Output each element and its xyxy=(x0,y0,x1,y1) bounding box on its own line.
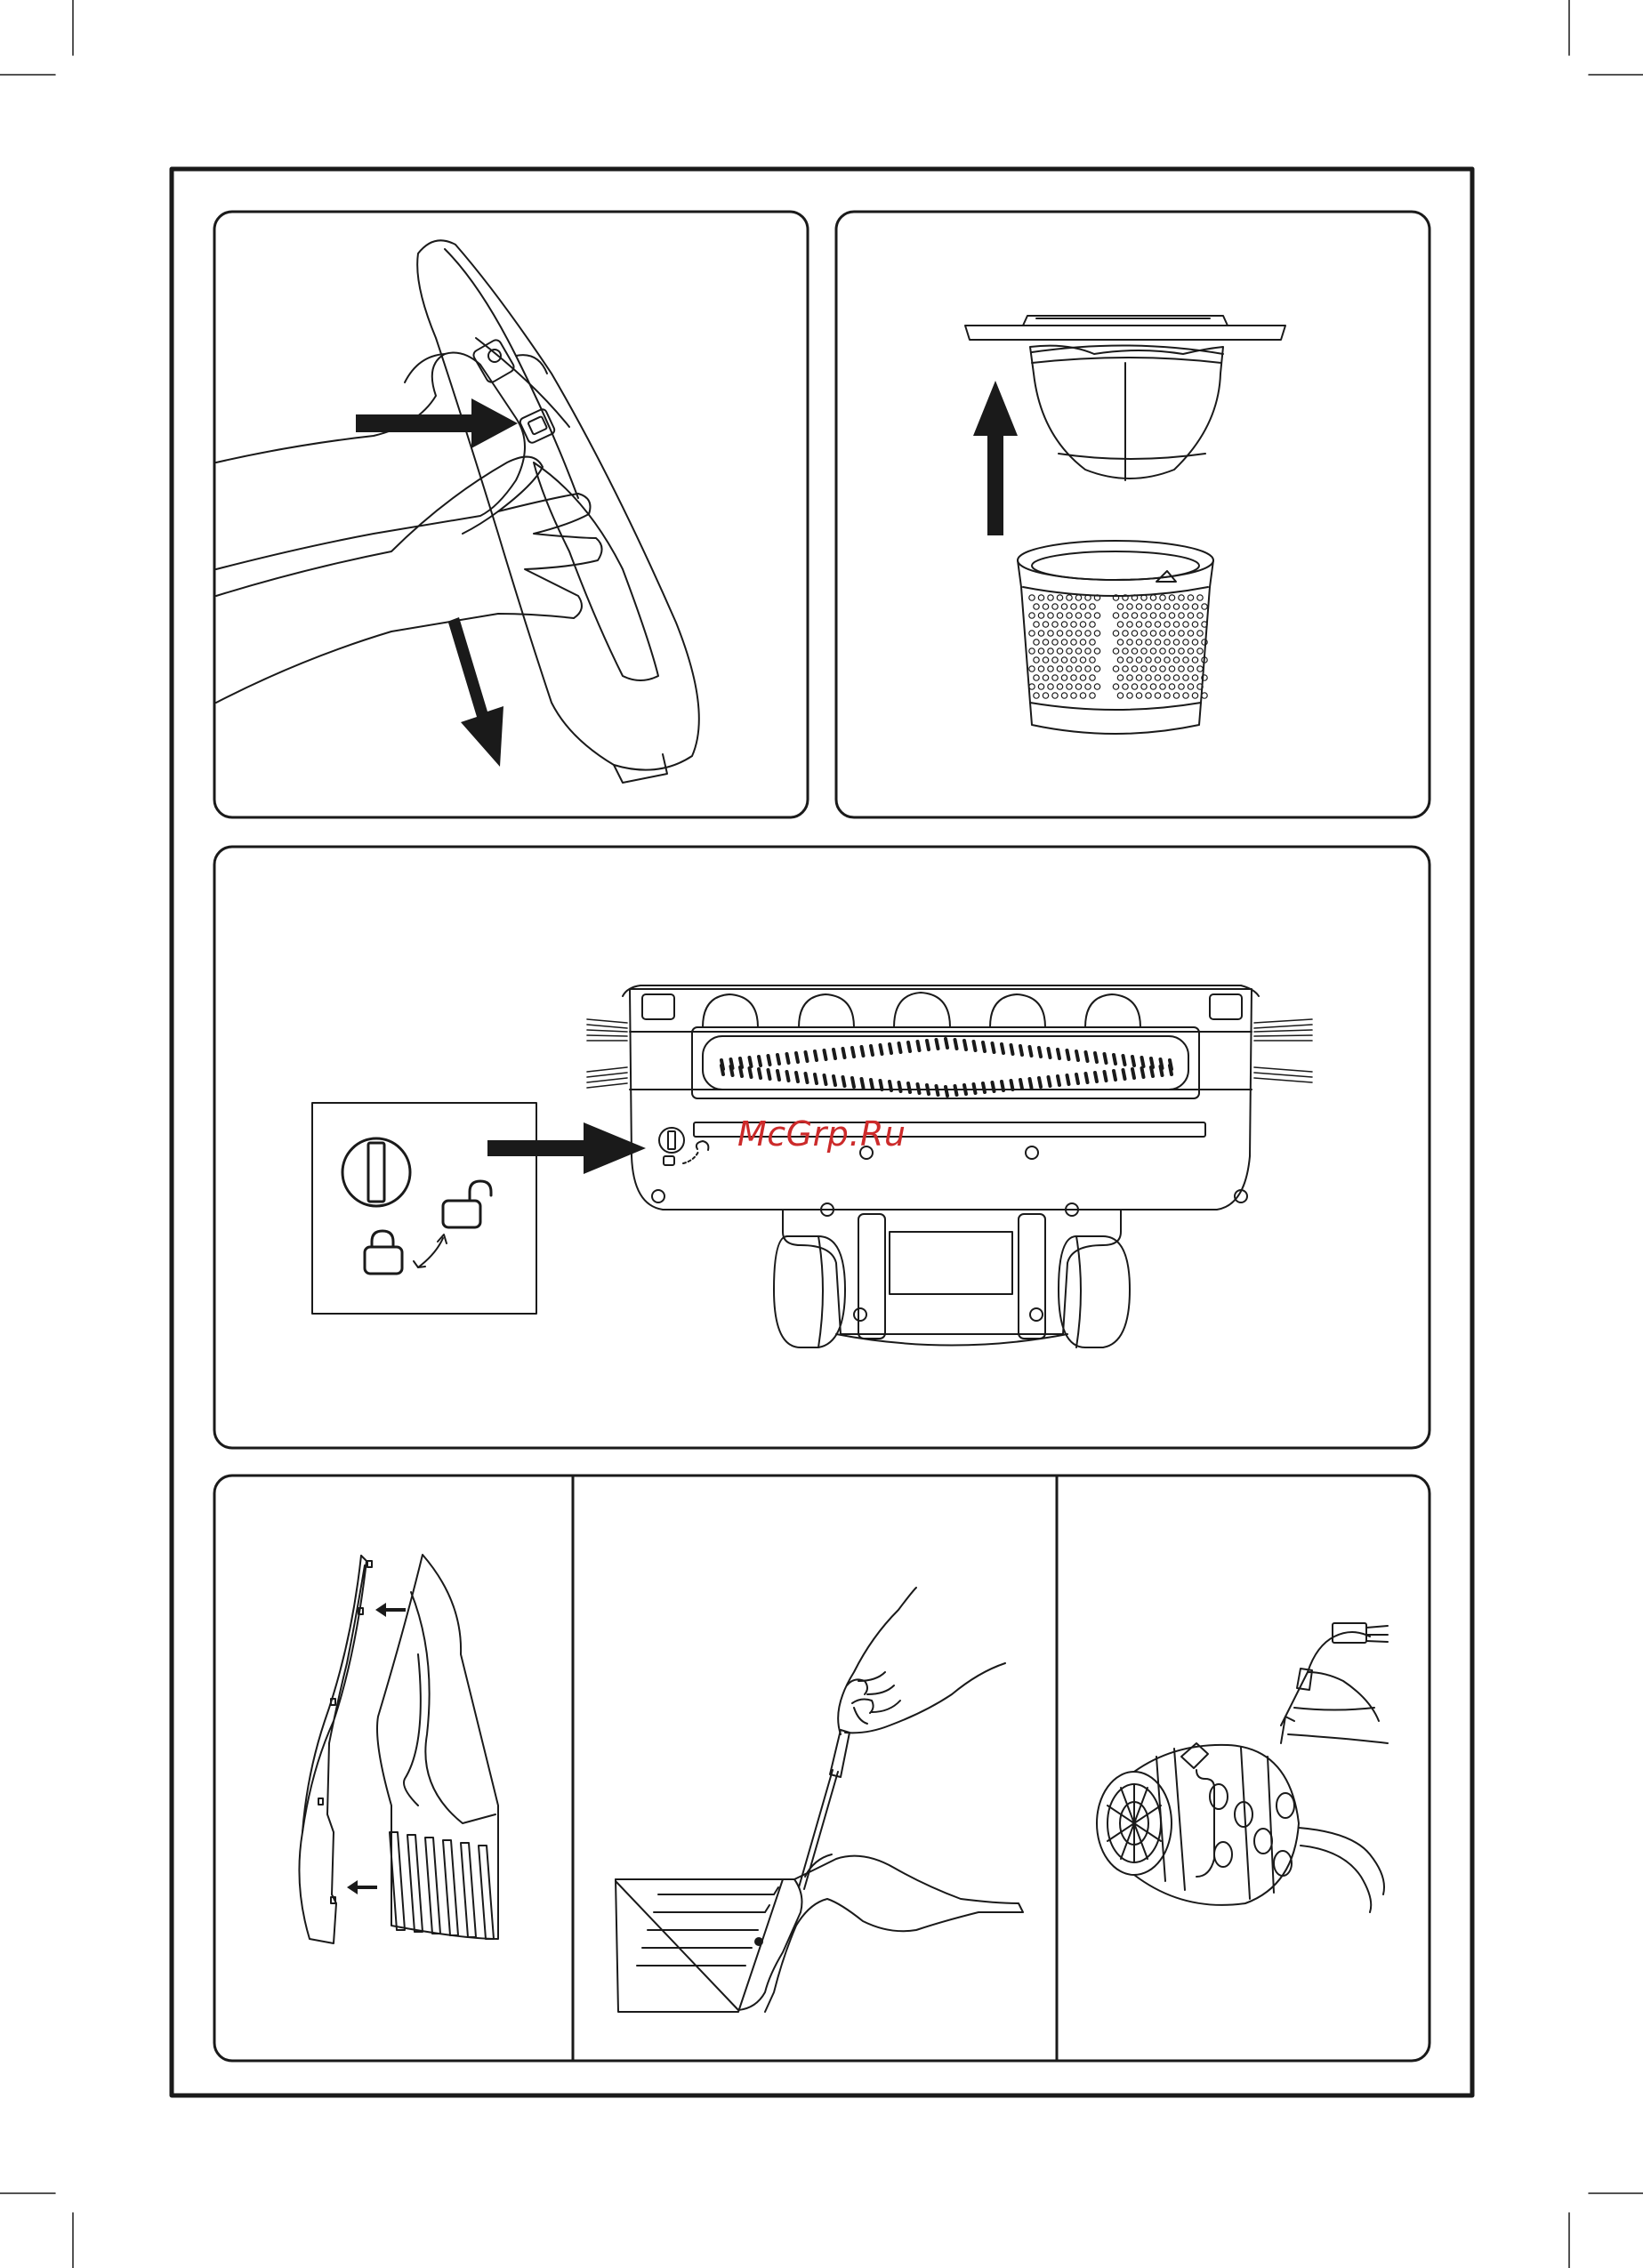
arrow-left-icon xyxy=(375,1603,406,1617)
panel-brush-roll-lock xyxy=(312,985,1312,1347)
panel-frame-bottom-row xyxy=(214,1476,1430,2061)
watermark-text: McGrp.Ru xyxy=(737,1114,906,1154)
brush-roll-icon xyxy=(721,1039,1172,1096)
wire-connector-icon xyxy=(1281,1623,1388,1912)
panel-motor-unit xyxy=(1097,1623,1388,1912)
panel-housing-panels xyxy=(299,1555,498,1943)
mesh-dots xyxy=(1029,595,1207,698)
arrow-left-icon xyxy=(347,1880,377,1894)
panel-remove-filter xyxy=(965,316,1285,734)
arrow-up-icon xyxy=(973,381,1018,535)
vent-slots xyxy=(390,1832,494,1939)
mesh-basket-icon xyxy=(1018,541,1213,734)
rotate-arrow xyxy=(418,1238,443,1267)
screwdriver-icon xyxy=(799,1770,838,1889)
upper-hand-icon xyxy=(216,353,525,570)
arrow-right-icon xyxy=(356,398,518,448)
filter-lid-icon xyxy=(965,326,1285,340)
lock-open-icon xyxy=(443,1181,491,1227)
side-brush-left xyxy=(587,1019,627,1088)
hand-icon xyxy=(838,1588,1005,1734)
arrow-down-icon xyxy=(445,617,503,767)
lock-closed-icon xyxy=(365,1231,402,1274)
wheel-left xyxy=(774,1236,845,1347)
wheel-right xyxy=(1059,1236,1130,1347)
panel-frame-remove-dust-bowl xyxy=(214,212,808,817)
panel-remove-dust-bowl xyxy=(216,240,699,783)
panel-screwdriver-step xyxy=(616,1588,1023,2012)
arrow-right-icon xyxy=(487,1122,646,1174)
lock-inset-box xyxy=(312,1103,536,1314)
lock-dial-icon xyxy=(342,1138,410,1206)
nameplate xyxy=(890,1232,1012,1294)
side-brush-right xyxy=(1254,1019,1312,1082)
panel-frame-remove-filter xyxy=(836,212,1430,817)
top-bumps xyxy=(642,993,1242,1027)
vacuum-body xyxy=(417,240,699,769)
motor-icon xyxy=(1097,1743,1299,1905)
